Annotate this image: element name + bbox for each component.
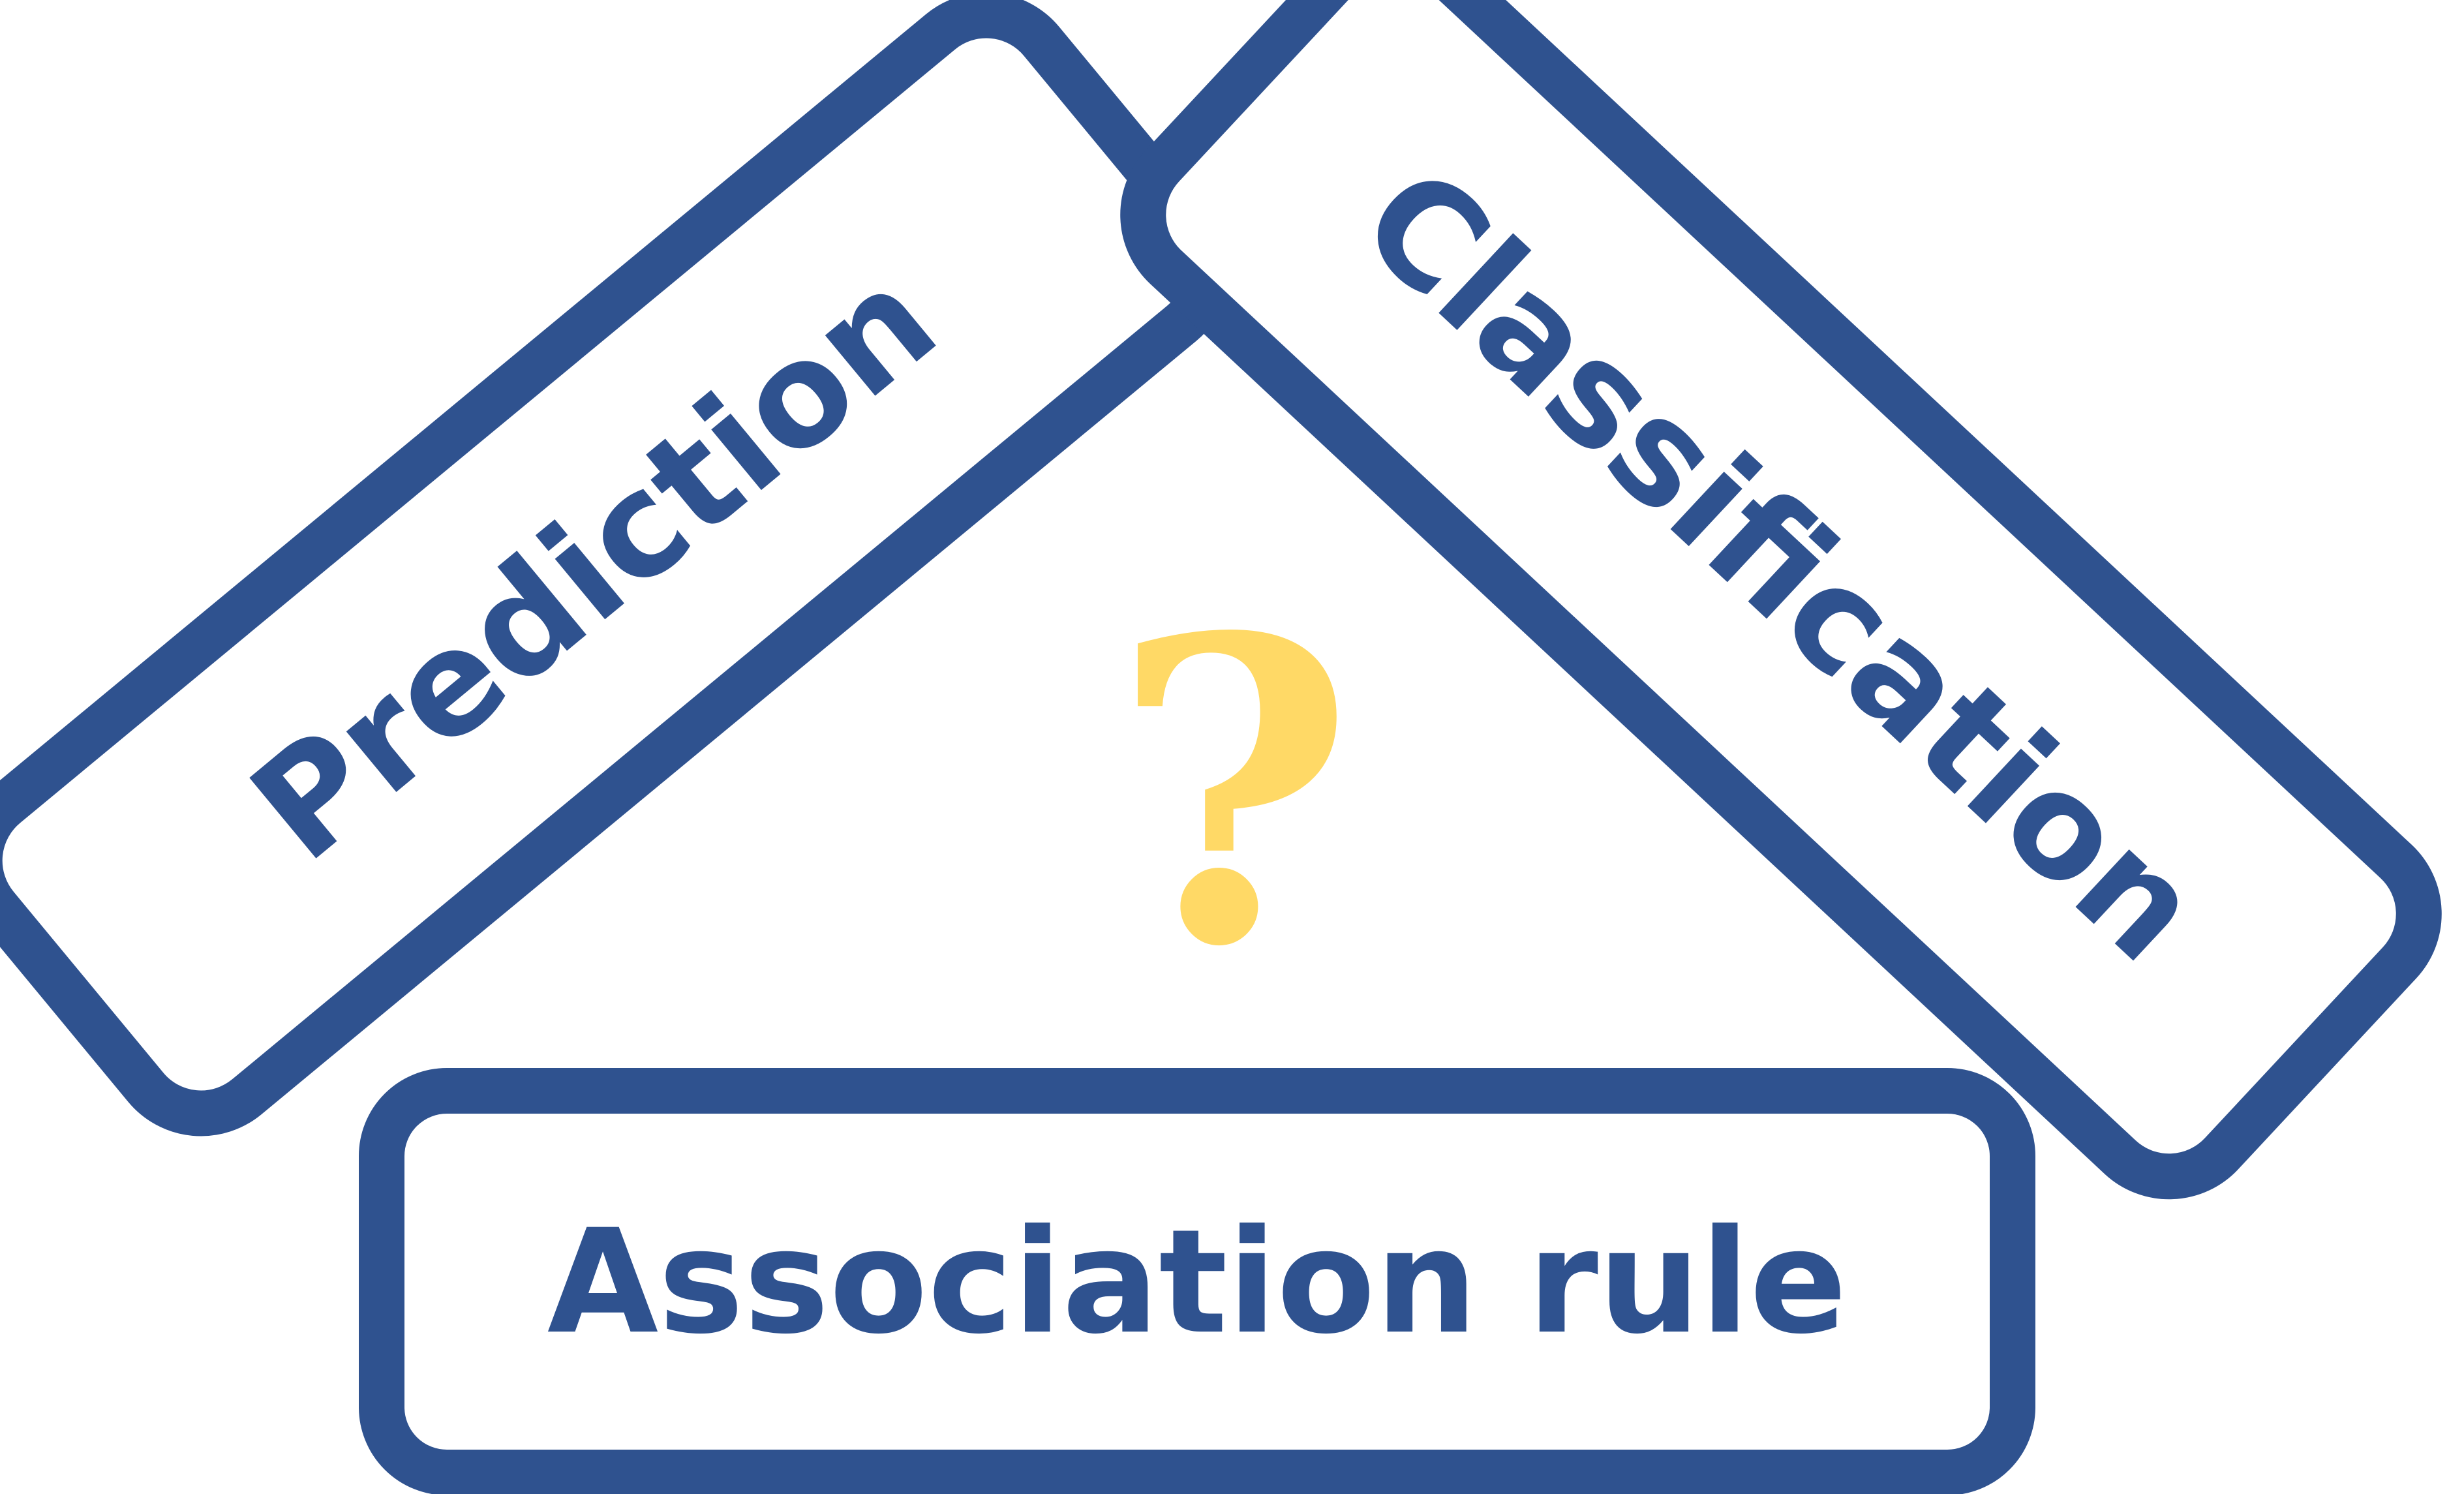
association-rule-box-border	[359, 1068, 2035, 1494]
association-rule-box: Association rule	[359, 1068, 2035, 1494]
association-rule-label: Association rule	[547, 1198, 1847, 1365]
prediction-box-border	[0, 0, 1231, 1136]
classification-box-border	[1120, 0, 2442, 1200]
prediction-box: Prediction	[0, 0, 1231, 1136]
question-mark: ?	[1111, 547, 1356, 1038]
